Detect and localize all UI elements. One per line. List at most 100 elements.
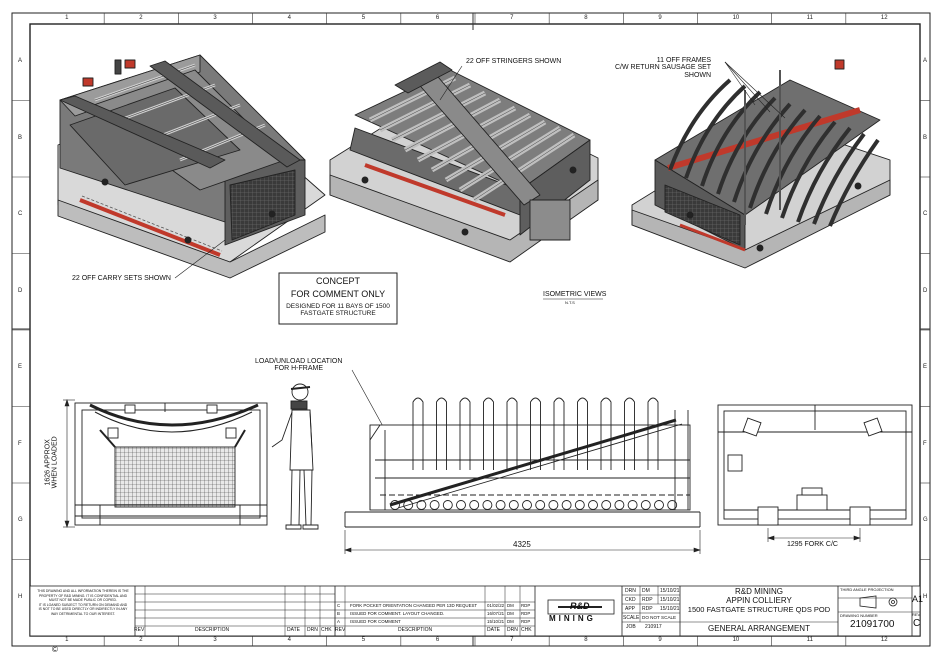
rev-header-left: REV xyxy=(134,627,145,633)
zone-row-A-right: A xyxy=(923,58,928,65)
roller-circle xyxy=(588,500,598,510)
zone-row-B: B xyxy=(18,134,23,141)
zone-col-11-bottom: 11 xyxy=(806,637,813,643)
sign-date: 15/10/21 xyxy=(660,606,680,612)
zone-grid xyxy=(12,13,930,646)
roller-circle xyxy=(522,500,532,510)
zone-col-9-bottom: 9 xyxy=(658,637,662,643)
concept-note: DESIGNED FOR 11 BAYS OF 1500 FASTGATE ST… xyxy=(286,303,390,317)
revision-desc: ISSUED FOR COMMENT. LAYOUT CHANGED. xyxy=(350,611,445,616)
drawing-number-label: DRAWING NUMBER xyxy=(840,613,878,618)
rev-label: REV xyxy=(912,612,921,617)
isometric-views-label: ISOMETRIC VIEWS xyxy=(543,291,607,298)
sign-k: APP xyxy=(625,606,636,612)
zone-col-7: 7 xyxy=(510,15,514,21)
zone-col-12: 12 xyxy=(880,15,888,21)
concept-subtitle: FOR COMMENT ONLY xyxy=(290,289,386,299)
zone-row-C: C xyxy=(18,211,23,218)
chk-header-left: CHK xyxy=(321,627,332,633)
zone-col-10-bottom: 10 xyxy=(732,637,740,643)
zone-col-10: 10 xyxy=(732,15,740,21)
zone-col-5: 5 xyxy=(361,15,366,21)
sign-who: RDP xyxy=(642,597,653,603)
iso-view-carry-sets xyxy=(57,54,326,279)
zone-row-G: G xyxy=(18,517,23,524)
zone-row-C-right: C xyxy=(923,211,928,218)
sign-k: CKD xyxy=(625,597,636,603)
project-name: 1500 FASTGATE STRUCTURE QDS POD xyxy=(687,605,831,614)
roller-circle xyxy=(456,500,466,510)
sheet-size: A1 xyxy=(912,594,924,604)
end-view-right xyxy=(717,404,913,526)
zone-col-3-bottom: 3 xyxy=(213,637,217,643)
frame-loop xyxy=(506,397,518,470)
zone-col-11: 11 xyxy=(806,15,813,21)
zone-row-F-right: F xyxy=(923,440,927,447)
rev-value: C xyxy=(913,618,921,629)
zone-col-4: 4 xyxy=(287,15,291,21)
revision-date: 01/02/22 xyxy=(487,603,505,608)
chk-header-right: CHK xyxy=(521,627,532,633)
desc-header-left: DESCRIPTION xyxy=(195,627,230,633)
zone-col-5-bottom: 5 xyxy=(361,637,366,643)
roller-circle xyxy=(548,500,559,510)
revision-desc: FORK POCKET ORIENTATION CHANGED PER 13D … xyxy=(350,603,478,608)
end-view-left xyxy=(74,402,268,526)
roller-circle xyxy=(561,500,572,510)
copyright-symbol: © xyxy=(52,645,58,654)
projection-label: THIRD ANGLE PROJECTION xyxy=(840,587,894,592)
roller-circle xyxy=(469,500,480,510)
logo-bottom: MINING xyxy=(549,614,596,623)
revision-desc: ISSUED FOR COMMENT xyxy=(350,619,401,624)
iso-view-stringers xyxy=(329,61,599,263)
person-figure xyxy=(271,383,319,530)
revision-rev: B xyxy=(337,611,340,616)
roller-circle xyxy=(390,500,400,510)
zone-row-H: H xyxy=(18,593,23,600)
frame-loop xyxy=(483,397,494,470)
leader-lines xyxy=(174,61,786,431)
frame-loop xyxy=(412,397,424,470)
drn-header-right: DRN xyxy=(507,627,518,633)
job-label: JOB xyxy=(626,624,636,630)
concept-box xyxy=(278,272,398,325)
revision-date: 16/07/21 xyxy=(487,611,505,616)
roller-circle xyxy=(614,500,625,510)
zone-row-H-right: H xyxy=(923,593,928,600)
zone-col-12-bottom: 12 xyxy=(880,637,888,643)
roller-circle xyxy=(535,500,546,510)
zone-row-A: A xyxy=(18,58,23,65)
sign-k: DRN xyxy=(625,588,636,594)
zone-row-E: E xyxy=(18,364,23,371)
sign-date: 15/10/21 xyxy=(660,597,680,603)
length-dimension-text: 4325 xyxy=(513,540,531,549)
zone-col-8: 8 xyxy=(584,15,588,21)
height-dimension-text: 1626 APPROX WHEN LOADED xyxy=(44,436,59,489)
roller-circle xyxy=(403,500,414,510)
length-dimension xyxy=(344,530,701,554)
company-name: R&D MINING xyxy=(735,587,783,596)
sign-who: DM xyxy=(642,588,650,594)
roller-circle xyxy=(508,500,519,510)
title-block xyxy=(29,585,921,637)
logo-top: R&D xyxy=(570,601,590,611)
zone-col-1-bottom: 1 xyxy=(65,637,69,643)
frame-loop xyxy=(436,397,447,470)
zone-col-3: 3 xyxy=(213,15,217,21)
zone-row-D-right: D xyxy=(923,287,928,294)
load-location-note: LOAD/UNLOAD LOCATION FOR H-FRAME xyxy=(255,358,343,373)
roller-circle xyxy=(574,500,585,510)
height-dimension xyxy=(63,399,75,528)
zone-col-7-bottom: 7 xyxy=(510,637,514,643)
sign-who: RDP xyxy=(642,606,653,612)
frame-loop xyxy=(647,397,659,470)
drawing-number: 21091700 xyxy=(850,619,895,630)
revision-chk: RDP xyxy=(521,603,531,608)
frame-loop xyxy=(577,397,588,470)
zone-col-2-bottom: 2 xyxy=(139,637,143,643)
date-header-left: DATE xyxy=(287,627,300,633)
sign-date: 15/10/21 xyxy=(660,588,680,594)
roller-circle xyxy=(654,500,664,510)
concept-title: CONCEPT xyxy=(315,276,360,286)
